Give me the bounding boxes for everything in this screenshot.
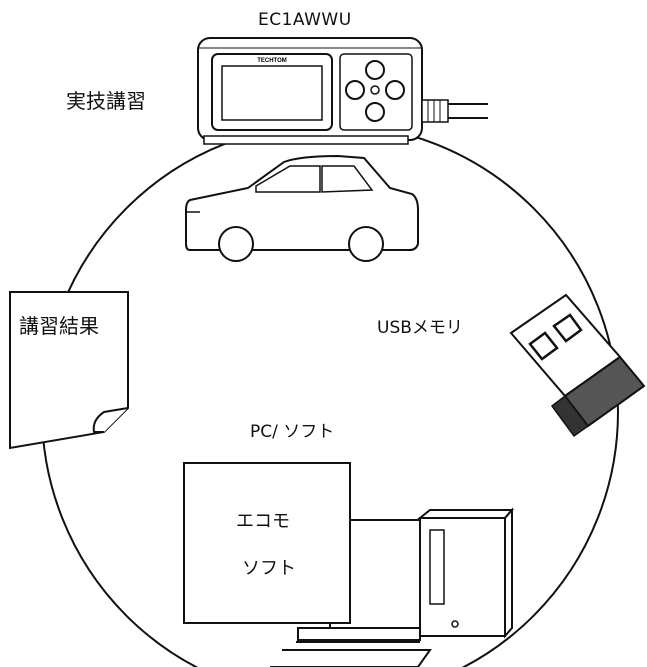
- software-box: [183, 462, 351, 624]
- device-brand: TECHTOM: [257, 58, 287, 64]
- device-model-label: EC1AWWU: [258, 10, 352, 30]
- document-icon: [9, 291, 129, 450]
- usb-icon: [509, 293, 646, 438]
- software-name-line2: ソフト: [242, 558, 296, 579]
- practical-training-label: 実技講習: [66, 89, 146, 113]
- car-icon: [185, 154, 419, 262]
- device-icon: TECHTOM: [197, 37, 488, 145]
- pc-tower-icon: [417, 507, 515, 639]
- usb-memory-label: USBメモリ: [377, 318, 463, 338]
- pc-software-label: PC/ ソフト: [250, 422, 335, 442]
- software-name-line1: エコモ: [236, 511, 290, 532]
- training-results-label: 講習結果: [19, 314, 99, 338]
